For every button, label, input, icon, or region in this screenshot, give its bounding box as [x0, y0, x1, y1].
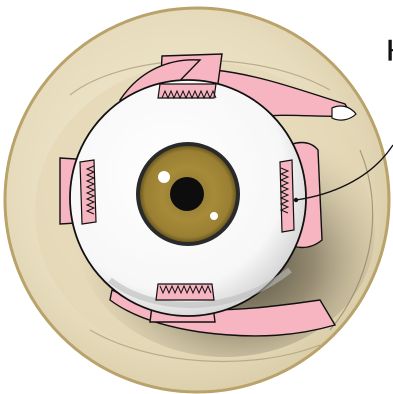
pupil	[170, 177, 204, 211]
leader-line-dot	[294, 198, 298, 202]
right-edge-label-fragment: ┠	[385, 42, 393, 59]
